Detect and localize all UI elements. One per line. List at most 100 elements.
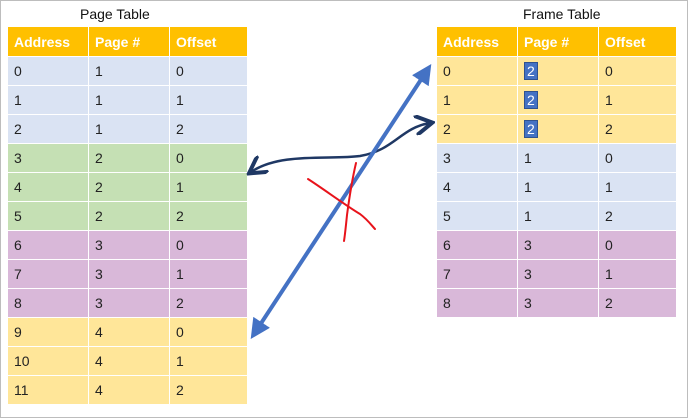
frame-table-page-value: 1 [524, 179, 532, 195]
frame-table-offset-value: 1 [605, 92, 613, 108]
column-header-offset: Offset [170, 27, 248, 57]
page-table-address-value: 1 [14, 92, 22, 108]
page-table-cell-offset: 0 [170, 231, 248, 260]
page-table-address-value: 6 [14, 237, 22, 253]
frame-table-cell-offset: 1 [599, 173, 677, 202]
frame-table-cell-offset: 2 [599, 115, 677, 144]
page-table-page-value: 3 [95, 266, 103, 282]
page-table-page-value: 2 [95, 179, 103, 195]
page-table-row: 9 4 0 [8, 318, 248, 347]
frame-table-page-value: 2 [524, 120, 538, 138]
frame-table-offset-value: 2 [605, 208, 613, 224]
page-table-cell-address: 3 [8, 144, 89, 173]
frame-table-cell-page: 3 [518, 260, 599, 289]
page-table-offset-value: 0 [176, 150, 184, 166]
page-table-cell-offset: 2 [170, 202, 248, 231]
frame-table-cell-address: 0 [437, 57, 518, 86]
page-table-cell-page: 2 [89, 144, 170, 173]
page-table-cell-offset: 1 [170, 173, 248, 202]
frame-table-address-value: 1 [443, 92, 451, 108]
page-table-page-value: 1 [95, 121, 103, 137]
frame-table-page-value: 1 [524, 208, 532, 224]
page-table-offset-value: 0 [176, 237, 184, 253]
page-table-address-value: 8 [14, 295, 22, 311]
frame-table-page-value: 3 [524, 237, 532, 253]
page-table-address-value: 9 [14, 324, 22, 340]
page-table-header-row: Address Page # Offset [8, 27, 248, 57]
page-table-row: 5 2 2 [8, 202, 248, 231]
page-table-page-value: 3 [95, 295, 103, 311]
page-table-cell-page: 2 [89, 173, 170, 202]
page-table-address-value: 0 [14, 63, 22, 79]
frame-table-cell-address: 8 [437, 289, 518, 318]
page-table-offset-value: 2 [176, 382, 184, 398]
page-table-cell-offset: 2 [170, 289, 248, 318]
page-table-cell-page: 3 [89, 231, 170, 260]
frame-table-cell-page: 3 [518, 231, 599, 260]
page-table-offset-value: 0 [176, 324, 184, 340]
page-table-cell-offset: 2 [170, 376, 248, 405]
frame-table-page-value: 3 [524, 295, 532, 311]
column-header-offset: Offset [599, 27, 677, 57]
page-table-address-value: 10 [14, 353, 30, 369]
page-table-address-value: 7 [14, 266, 22, 282]
page-table-address-value: 11 [14, 382, 29, 398]
page-table-cell-address: 11 [8, 376, 89, 405]
page-table-page-value: 4 [95, 324, 103, 340]
page-table-cell-address: 6 [8, 231, 89, 260]
column-header-address: Address [8, 27, 89, 57]
frame-table-address-value: 6 [443, 237, 451, 253]
page-table-offset-value: 1 [176, 266, 184, 282]
page-table-offset-value: 2 [176, 295, 184, 311]
frame-table-row: 6 3 0 [437, 231, 677, 260]
page-table-cell-address: 1 [8, 86, 89, 115]
frame-table-page-value: 3 [524, 266, 532, 282]
frame-table-offset-value: 0 [605, 150, 613, 166]
frame-table-address-value: 8 [443, 295, 451, 311]
frame-table-address-value: 3 [443, 150, 451, 166]
page-table-offset-value: 2 [176, 121, 184, 137]
frame-table-cell-offset: 0 [599, 231, 677, 260]
frame-table-cell-offset: 0 [599, 57, 677, 86]
page-table-cell-page: 1 [89, 57, 170, 86]
column-header-address: Address [437, 27, 518, 57]
page-table-cell-offset: 2 [170, 115, 248, 144]
frame-table-page-value: 2 [524, 91, 538, 109]
page-table-page-value: 1 [95, 63, 103, 79]
page-table-cell-offset: 1 [170, 260, 248, 289]
page-table-row: 11 4 2 [8, 376, 248, 405]
page-table-address-value: 2 [14, 121, 22, 137]
frame-table-cell-address: 4 [437, 173, 518, 202]
page-table-page-value: 2 [95, 208, 103, 224]
frame-table-cell-offset: 2 [599, 202, 677, 231]
frame-table-offset-value: 2 [605, 121, 613, 137]
page-table-cell-page: 4 [89, 347, 170, 376]
page-table-cell-page: 3 [89, 260, 170, 289]
page-table-address-value: 3 [14, 150, 22, 166]
page-table-cell-page: 2 [89, 202, 170, 231]
page-table-address-value: 5 [14, 208, 22, 224]
frame-table-row: 1 2 1 [437, 86, 677, 115]
frame-table-cell-address: 3 [437, 144, 518, 173]
frame-table-offset-value: 1 [605, 179, 613, 195]
column-header-page: Page # [518, 27, 599, 57]
page-table-row: 7 3 1 [8, 260, 248, 289]
page-table-cell-address: 7 [8, 260, 89, 289]
page-table-cell-page: 4 [89, 376, 170, 405]
frame-table-caption: Frame Table [523, 6, 601, 22]
page-table-page-value: 4 [95, 382, 103, 398]
frame-table-cell-page: 1 [518, 144, 599, 173]
frame-table-cell-offset: 1 [599, 86, 677, 115]
frame-table-cell-offset: 2 [599, 289, 677, 318]
frame-table-cell-address: 7 [437, 260, 518, 289]
page-table-cell-page: 1 [89, 86, 170, 115]
frame-table-cell-offset: 1 [599, 260, 677, 289]
